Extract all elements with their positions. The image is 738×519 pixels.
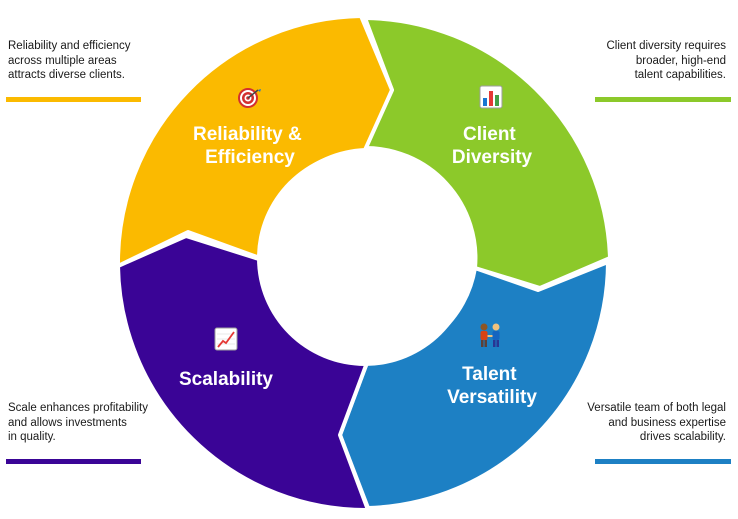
note-reliability-bar: [6, 97, 141, 102]
center-hole: [257, 150, 473, 366]
label-scalability: Scalability: [179, 369, 273, 390]
target-icon: [238, 88, 261, 108]
note-client-diversity-bar: [595, 97, 731, 102]
label-client-diversity: Client Diversity: [452, 124, 533, 168]
note-reliability: Reliability and efficiency across multip…: [8, 40, 131, 81]
note-scalability-bar: [6, 459, 141, 464]
segment-client-diversity: [363, 16, 612, 290]
people-holding-hands-icon: [480, 323, 500, 347]
note-talent-versatility: Versatile team of both legal and busines…: [587, 402, 726, 443]
label-talent-versatility: Talent Versatility: [447, 364, 537, 408]
bar-chart-icon: [479, 85, 503, 109]
note-client-diversity: Client diversity requires broader, high-…: [606, 40, 726, 81]
chart-increasing-icon: [214, 327, 238, 351]
label-reliability-efficiency: Reliability & Efficiency: [193, 124, 307, 168]
note-scalability: Scale enhances profitability and allows …: [8, 402, 148, 443]
note-talent-versatility-bar: [595, 459, 731, 464]
